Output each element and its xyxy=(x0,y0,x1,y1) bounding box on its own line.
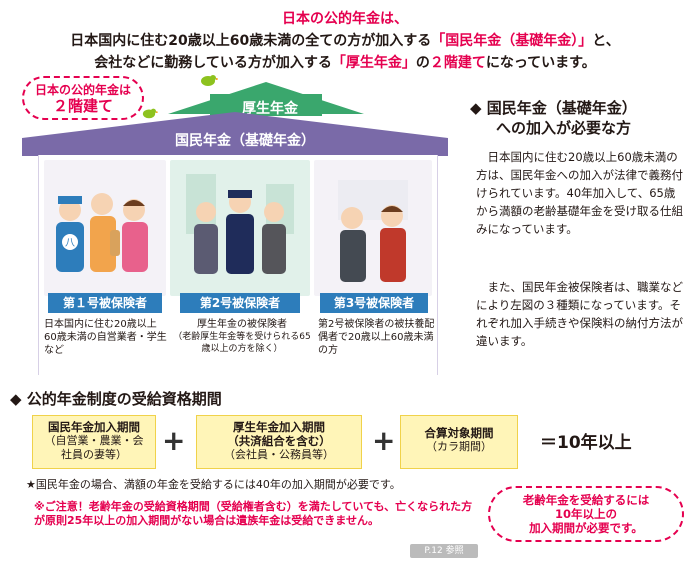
group3-desc: 第2号被保険者の被扶養配偶者で20歳以上60歳未満の方 xyxy=(318,319,435,356)
callout2-line2: 10年以上の xyxy=(554,507,617,521)
dependent-spouses-illustration xyxy=(338,180,408,282)
group2-desc: 厚生年金の被保険者 （老齢厚生年金等を受けられる65歳以上の方を除く） xyxy=(172,318,312,355)
box2-title2: （共済組合を含む） xyxy=(227,434,331,448)
right-heading-line2: への加入が必要な方 xyxy=(496,119,632,137)
ten-years-callout: 老齢年金を受給するには 10年以上の 加入期間が必要です。 xyxy=(488,486,684,542)
intro-text: 日本の公的年金は、 日本国内に住む20歳以上60歳未満の全ての方が加入する「国民… xyxy=(0,8,690,74)
result-text: ＝10年以上 xyxy=(540,433,632,453)
upper-roof xyxy=(168,82,364,116)
right-heading-line1: ◆ 国民年金（基礎年金） xyxy=(470,99,637,117)
group1-badge: 第１号被保険者 xyxy=(48,293,162,313)
group3-badge: 第3号被保険者 xyxy=(320,293,428,313)
box2-title: 厚生年金加入期間 xyxy=(233,420,325,434)
box1-sub: （自営業・農業・会社員の妻等） xyxy=(44,434,144,461)
intro-line1: 日本の公的年金は、 xyxy=(282,11,408,27)
lower-tier-label: 国民年金（基礎年金） xyxy=(175,133,315,149)
full-pension-note: ★国民年金の場合、満額の年金を受給するには40年の加入期間が必要です。 xyxy=(26,478,401,491)
intro-line2-c: と、 xyxy=(592,33,620,49)
plus-sign-1: + xyxy=(162,424,186,457)
right-heading: ◆ 国民年金（基礎年金） への加入が必要な方 xyxy=(470,98,685,138)
svg-text:八: 八 xyxy=(65,238,75,249)
group2-desc-main: 厚生年金の被保険者 xyxy=(197,319,287,330)
box-national-pension-period: 国民年金加入期間 （自営業・農業・会社員の妻等） xyxy=(32,415,156,469)
box-employee-pension-period: 厚生年金加入期間 （共済組合を含む） （会社員・公務員等） xyxy=(196,415,362,469)
intro-line3-e: になっています。 xyxy=(485,55,596,71)
box-aggregate-period: 合算対象期間 （カラ期間） xyxy=(400,415,518,469)
caution-note: ※ご注意！老齢年金の受給資格期間（受給権者含む）を満たしていても、亡くなられた方… xyxy=(34,500,473,527)
group1-desc: 日本国内に住む20歳以上60歳未満の自営業者・学生など xyxy=(44,319,167,356)
group2-desc-note: （老齢厚生年金等を受けられる65歳以上の方を除く） xyxy=(173,332,311,354)
box2-sub: （会社員・公務員等） xyxy=(224,448,334,461)
plus-sign-2: + xyxy=(372,424,396,457)
lower-roof xyxy=(22,112,448,156)
callout2-line1: 老齢年金を受給するには xyxy=(522,493,650,507)
intro-line3-d: ２階建て xyxy=(429,55,486,71)
intro-line3-c: の xyxy=(415,55,430,71)
period-title: ◆ 公的年金制度の受給資格期間 xyxy=(10,390,222,408)
upper-tier-label: 厚生年金 xyxy=(242,101,298,117)
right-paragraph-2: また、国民年金被保険者は、職業などにより左図の３種類になっています。それぞれ加入… xyxy=(476,280,683,348)
intro-line3-a: 会社などに勤務している方が加入する xyxy=(94,55,332,71)
callout-line1: 日本の公的年金は xyxy=(34,83,131,97)
bird-icon xyxy=(201,75,218,86)
intro-line3: 会社などに勤務している方が加入する「厚生年金」の２階建てになっています。 xyxy=(0,52,690,74)
bird-icon-2 xyxy=(142,108,158,119)
callout-line2: ２階建て xyxy=(52,97,113,115)
box3-sub: （カラ期間） xyxy=(426,440,492,453)
employees-illustration xyxy=(186,174,294,274)
page-reference-badge: P.12 参照 xyxy=(410,544,478,558)
group2-badge: 第2号被保険者 xyxy=(180,293,300,313)
intro-line2: 日本国内に住む20歳以上60歳未満の全ての方が加入する「国民年金（基礎年金）」と… xyxy=(0,30,690,52)
right-paragraph-1: 日本国内に住む20歳以上60歳未満の方は、国民年金への加入が法律で義務付けられて… xyxy=(476,150,683,236)
intro-line2-b: 「国民年金（基礎年金）」 xyxy=(431,33,593,49)
box3-title: 合算対象期間 xyxy=(424,426,494,440)
intro-line3-b: 「厚生年金」 xyxy=(331,55,416,71)
self-employed-people-illustration: 八 xyxy=(56,193,148,272)
intro-line2-a: 日本国内に住む20歳以上60歳未満の全ての方が加入する xyxy=(70,33,432,49)
two-tier-callout: 日本の公的年金は ２階建て xyxy=(22,76,144,120)
callout2-line3: 加入期間が必要です。 xyxy=(529,521,643,535)
box1-title: 国民年金加入期間 xyxy=(48,420,140,434)
